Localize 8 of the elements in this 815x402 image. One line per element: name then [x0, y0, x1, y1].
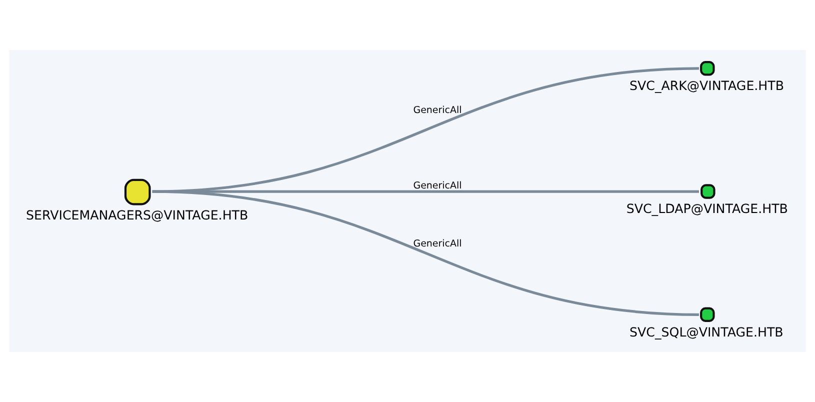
edge-label: GenericAll	[413, 180, 462, 192]
edge-label: GenericAll	[413, 238, 462, 250]
node-label: SVC_ARK@VINTAGE.HTB	[630, 78, 784, 94]
node-label: SVC_LDAP@VINTAGE.HTB	[626, 201, 788, 216]
node-label: SVC_SQL@VINTAGE.HTB	[630, 324, 784, 340]
edge-label: GenericAll	[413, 104, 462, 116]
node-label: SERVICEMANAGERS@VINTAGE.HTB	[26, 208, 248, 223]
connector	[152, 190, 700, 316]
